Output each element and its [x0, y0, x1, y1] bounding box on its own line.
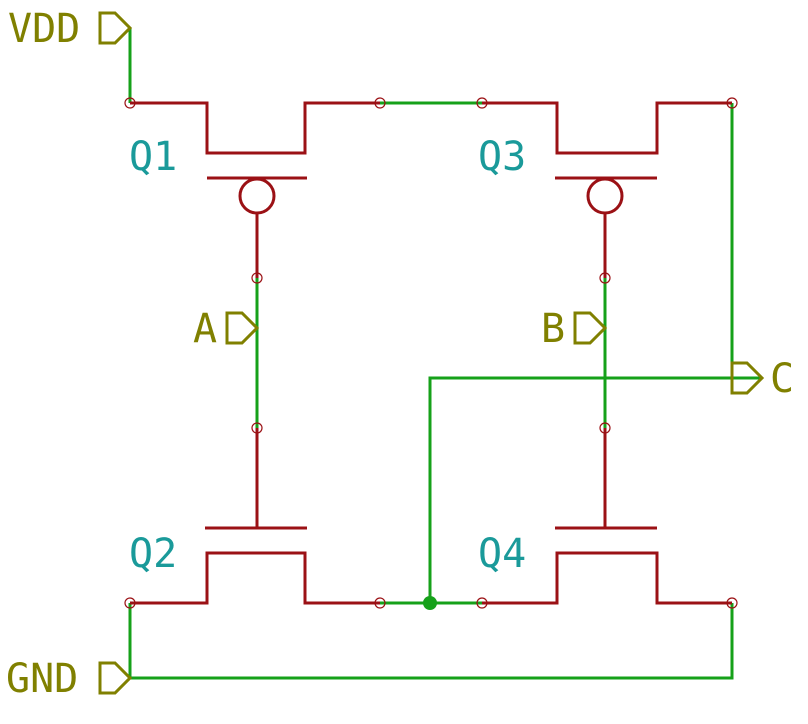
- net-label-b: B: [541, 306, 565, 352]
- net-label-a: A: [193, 306, 217, 352]
- net-label-vdd: VDD: [8, 6, 80, 52]
- q4-channel: [482, 551, 732, 605]
- q2-channel: [130, 551, 380, 605]
- q3-bubble: [586, 177, 624, 215]
- port-vdd-icon: [98, 11, 133, 45]
- pin-marker: [374, 597, 386, 609]
- pin-marker: [726, 97, 738, 109]
- wires: [128, 28, 762, 680]
- pin-marker: [476, 597, 488, 609]
- pin-marker: [599, 272, 611, 284]
- transistor-q3[interactable]: [482, 101, 732, 278]
- ref-label-q2: Q2: [129, 531, 177, 577]
- port-c-icon: [730, 361, 765, 395]
- transistor-q2[interactable]: [130, 428, 380, 605]
- q1-bubble: [238, 177, 276, 215]
- net-label-c: C: [770, 356, 794, 402]
- components: [124, 97, 738, 609]
- pin-marker: [124, 597, 136, 609]
- pin-markers: [124, 97, 738, 609]
- pin-marker: [599, 422, 611, 434]
- wire-output-c[interactable]: [428, 103, 734, 603]
- pin-marker: [251, 422, 263, 434]
- q3-channel: [482, 101, 732, 155]
- ref-label-q4: Q4: [478, 531, 526, 577]
- transistor-q1[interactable]: [130, 101, 380, 278]
- ref-label-q3: Q3: [478, 134, 526, 180]
- port-gnd-icon: [98, 661, 133, 695]
- port-a-icon: [225, 311, 260, 345]
- q1-channel: [130, 101, 380, 155]
- reference-labels: Q1 Q3 Q2 Q4: [129, 134, 526, 577]
- pin-marker: [476, 97, 488, 109]
- ref-label-q1: Q1: [129, 134, 177, 180]
- pin-marker: [726, 597, 738, 609]
- pin-marker: [374, 97, 386, 109]
- net-label-gnd: GND: [6, 656, 78, 702]
- wire-gnd[interactable]: [128, 603, 734, 680]
- net-labels: VDD A B C GND: [6, 6, 794, 702]
- pin-marker: [251, 272, 263, 284]
- wire-junction: [423, 596, 437, 610]
- port-b-icon: [573, 311, 608, 345]
- transistor-q4[interactable]: [482, 428, 732, 605]
- pin-marker: [124, 97, 136, 109]
